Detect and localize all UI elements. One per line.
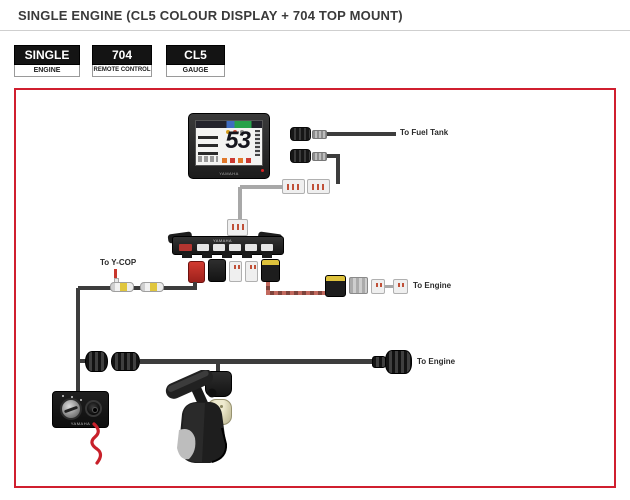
cl5-power-led: [261, 169, 264, 172]
ycop-connector-left: [110, 282, 134, 292]
key-switch-ticks: [62, 395, 64, 397]
fuel-tank-label: To Fuel Tank: [400, 128, 449, 137]
engine-control-cable: [140, 359, 374, 364]
command-link-hub: YAMAHA: [172, 236, 284, 255]
engine-signal-cable-drop: [266, 282, 270, 294]
badge-engine-count-value: SINGLE: [14, 45, 80, 65]
badge-remote-control: 704 REMOTE CONTROL: [92, 45, 152, 77]
diagram-frame: 53 YAMAHA To Fuel Tank: [14, 88, 616, 488]
badge-gauge-value: CL5: [166, 45, 225, 65]
remote-lever-grip: [165, 370, 213, 399]
display-cable-drop: [336, 154, 340, 184]
key-switch-panel: YAMAHA: [52, 391, 109, 428]
power-connector-red: [188, 261, 205, 283]
ycop-connector-right: [140, 282, 164, 292]
badge-remote-control-value: 704: [92, 45, 152, 65]
engine-signal-plug: [325, 275, 346, 297]
display-harness-connector-left: [282, 179, 305, 194]
display-harness-connector-right: [307, 179, 330, 194]
remote-chrome-plate: [177, 429, 196, 460]
main-key-switch: [60, 398, 82, 420]
ycop-label: To Y-COP: [100, 258, 137, 267]
hub-brand-text: YAMAHA: [213, 238, 232, 243]
harness-vertical: [76, 288, 80, 394]
cl5-status-bar: [196, 121, 262, 128]
engine-stop-switch: [85, 400, 102, 417]
hub-white-ports: [197, 244, 209, 251]
fuel-cable: [327, 132, 396, 136]
panel-brand-text: YAMAHA: [70, 421, 91, 426]
display-cable-plug: [290, 149, 311, 163]
remote-control-704: [165, 370, 228, 463]
cl5-data-fields: [198, 131, 218, 155]
cl5-soft-keys: [198, 156, 218, 162]
spare-connector-black: [208, 259, 226, 282]
badge-gauge-label: GAUGE: [166, 65, 225, 77]
remote-edge-line: [211, 427, 228, 463]
engine-link-cable: [385, 285, 394, 288]
control-connector-b: [111, 352, 140, 371]
engine-link-connector-right: [393, 279, 408, 294]
ycop-pigtail-wire: [114, 269, 117, 278]
hub-top-connector: [227, 219, 248, 236]
cl5-indicator-icons: [226, 130, 230, 134]
engine-signal-cable: [266, 291, 328, 295]
engine-control-plug: [385, 350, 412, 374]
hub-red-port: [179, 244, 192, 251]
header-divider: [0, 30, 630, 31]
cl5-gauge-display: 53 YAMAHA: [188, 113, 270, 179]
display-cable-collar: [312, 152, 327, 161]
page-title: SINGLE ENGINE (CL5 COLOUR DISPLAY + 704 …: [18, 8, 403, 23]
remote-lever-button: [207, 388, 217, 398]
remote-branch-cable: [216, 363, 220, 373]
display-cable-horizontal: [327, 154, 340, 158]
cl5-speed-value: 53: [225, 127, 251, 154]
fuel-cable-collar: [312, 130, 327, 139]
hub-cable-vertical: [238, 187, 242, 221]
cl5-alert-icons: [222, 158, 227, 163]
engine-link-connector-left: [371, 279, 385, 294]
diagram-stage: 53 YAMAHA To Fuel Tank: [16, 90, 614, 486]
hub-bottom-ports: [182, 253, 192, 258]
engine-signal-label: To Engine: [413, 281, 452, 290]
harness-horizontal: [78, 286, 197, 290]
badge-gauge: CL5 GAUGE: [166, 45, 225, 77]
control-connector-a: [85, 351, 108, 372]
spare-connector-white-2: [245, 261, 258, 282]
hub-cable-horizontal: [240, 185, 283, 189]
badge-engine-count: SINGLE ENGINE: [14, 45, 80, 77]
engine-signal-connector: [261, 259, 280, 282]
engine-control-neck: [372, 356, 386, 368]
badge-remote-control-label: REMOTE CONTROL: [92, 65, 152, 77]
cl5-brand-text: YAMAHA: [219, 171, 239, 176]
engine-control-label: To Engine: [417, 357, 456, 366]
cl5-bar-gauge: [255, 130, 260, 156]
engine-signal-socket: [349, 277, 368, 294]
stop-switch-lanyard: [90, 422, 103, 465]
cl5-screen: 53: [195, 120, 263, 166]
fuel-cable-plug: [290, 127, 311, 141]
badge-engine-count-label: ENGINE: [14, 65, 80, 77]
spare-connector-white-1: [229, 261, 242, 282]
